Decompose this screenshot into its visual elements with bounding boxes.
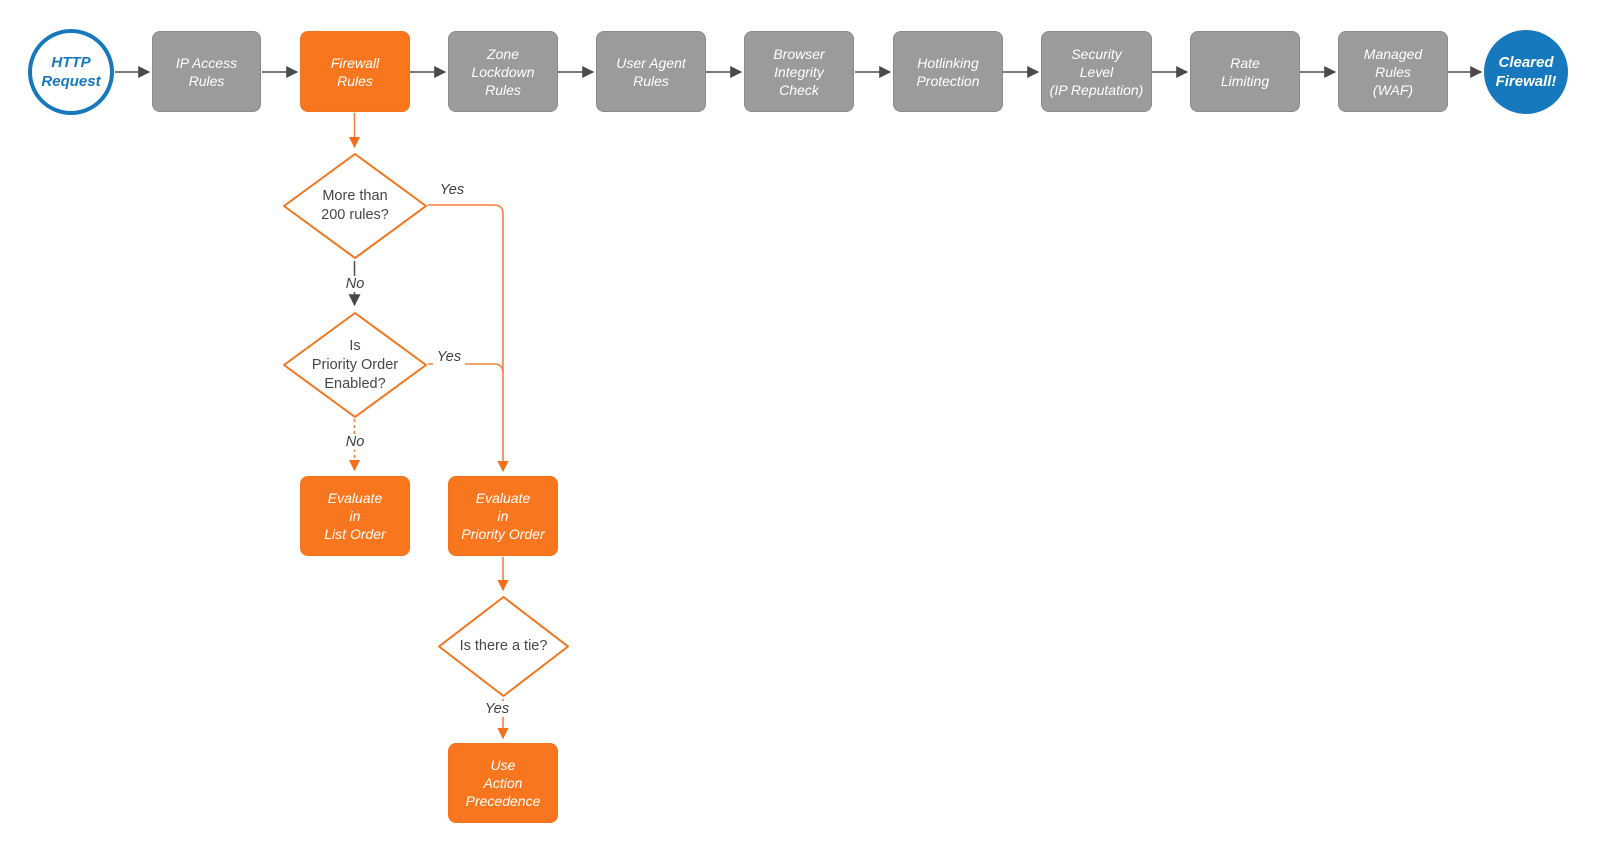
edge-decision2-yes [428,363,504,374]
node-label-line: Cleared [1498,54,1554,71]
node-evaluate-in-priority-order: Evaluate in Priority Order [448,476,558,556]
node-label-line: Hotlinking [917,54,979,71]
node-label-line: User Agent [616,54,686,71]
diamond-shape [438,596,569,697]
node-label-line: Security [1071,45,1122,62]
node-user-agent-rules: User Agent Rules [596,31,706,112]
decision-priority-order-enabled: Is Priority Order Enabled? [282,311,428,419]
node-label-line: Managed [1363,45,1423,62]
node-label-line: Zone [487,45,519,62]
node-label-line: Evaluate [475,490,531,506]
node-security-level: Security Level (IP Reputation) [1041,31,1152,112]
node-label-line: HTTP [51,54,91,71]
node-label-line: Level [1079,63,1114,80]
node-label-line: in [497,508,509,524]
edge-label-no-more-than-200: No [341,276,369,292]
node-http-request: HTTP Request [28,29,114,115]
node-label-line: Use [490,757,516,773]
node-label-line: Limiting [1220,72,1270,89]
diamond-shape [283,153,427,259]
node-label-line: in [349,508,361,524]
node-label-line: Action [483,775,523,791]
node-label-line: Integrity [774,63,824,80]
node-firewall-rules: Firewall Rules [300,31,410,112]
node-label-line: Rules [633,72,669,89]
node-label-line: Evaluate [327,490,383,506]
node-label-line: Firewall! [1495,73,1557,90]
node-label-line: Priority Order [461,526,545,542]
node-label-line: List Order [324,526,386,542]
node-label-line: Check [779,81,819,98]
decision-label: More than 200 rules? [321,188,389,223]
node-rate-limiting: Rate Limiting [1190,31,1300,112]
node-label-line: Rules [337,72,373,89]
node-cleared-firewall: Cleared Firewall! [1484,30,1568,114]
node-label-line: IP Access [175,54,238,71]
node-label-line: Firewall [330,54,380,71]
edge-decision1-yes [428,204,509,473]
node-use-action-precedence: Use Action Precedence [448,743,558,823]
node-zone-lockdown-rules: Zone Lockdown Rules [448,31,558,112]
node-label-line: Precedence [465,793,541,809]
edge-label-no-priority-order: No [341,434,369,450]
edge-label-yes-priority-order: Yes [432,349,466,365]
edge-label-yes-more-than-200: Yes [439,182,465,198]
node-browser-integrity-check: Browser Integrity Check [744,31,854,112]
node-ip-access-rules: IP Access Rules [152,31,261,112]
decision-label: Is there a tie? [459,638,548,654]
node-label-line: Rules [188,72,225,89]
decision-is-there-a-tie: Is there a tie? [437,595,570,698]
node-label-line: (WAF) [1372,81,1414,98]
decision-more-than-200-rules: More than 200 rules? [282,152,428,260]
node-label-line: Lockdown [471,63,535,80]
diamond-shape [283,312,427,418]
node-label-line: (IP Reputation) [1049,81,1144,98]
node-label-line: Protection [916,72,980,89]
node-evaluate-in-list-order: Evaluate in List Order [300,476,410,556]
node-label-line: Request [41,73,101,90]
node-hotlinking-protection: Hotlinking Protection [893,31,1003,112]
node-managed-rules-waf: Managed Rules (WAF) [1338,31,1448,112]
decision-label: Is Priority Order Enabled? [311,337,399,392]
edge-label-yes-tie: Yes [480,701,514,717]
node-label-line: Rules [485,81,521,98]
node-label-line: Rules [1375,63,1411,80]
node-label-line: Rate [1230,54,1260,71]
node-label-line: Browser [773,45,825,62]
